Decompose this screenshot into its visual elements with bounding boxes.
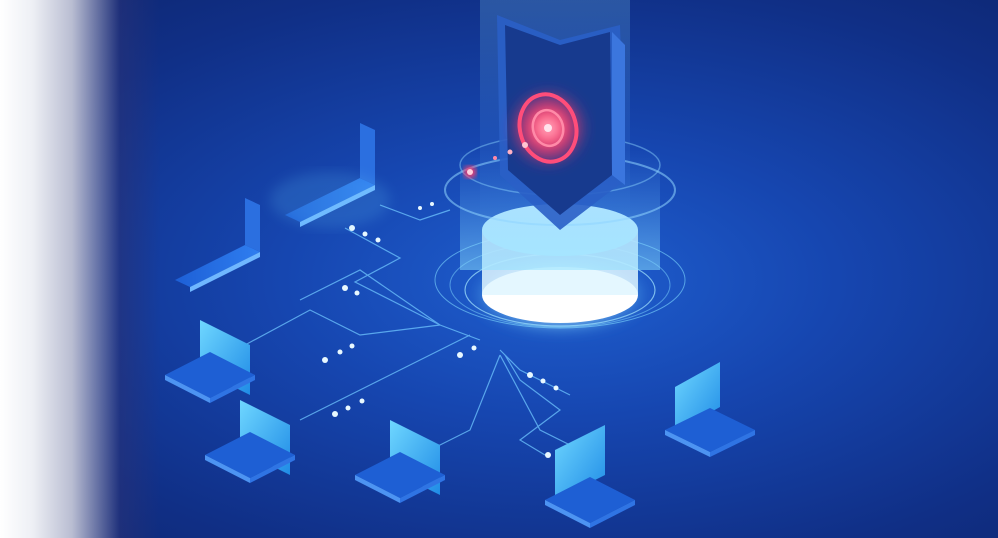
laptop-icon (270, 123, 390, 228)
network-nodes (322, 202, 559, 458)
laptop-icon (175, 198, 260, 292)
laptop-icon (355, 420, 445, 503)
left-fade-overlay (0, 0, 160, 538)
laptop-icon (205, 400, 295, 483)
network-lines (244, 204, 581, 461)
target-icon (464, 88, 588, 178)
laptop-icon (665, 362, 755, 457)
laptop-icon (545, 425, 635, 528)
laptop-icon (165, 320, 255, 403)
